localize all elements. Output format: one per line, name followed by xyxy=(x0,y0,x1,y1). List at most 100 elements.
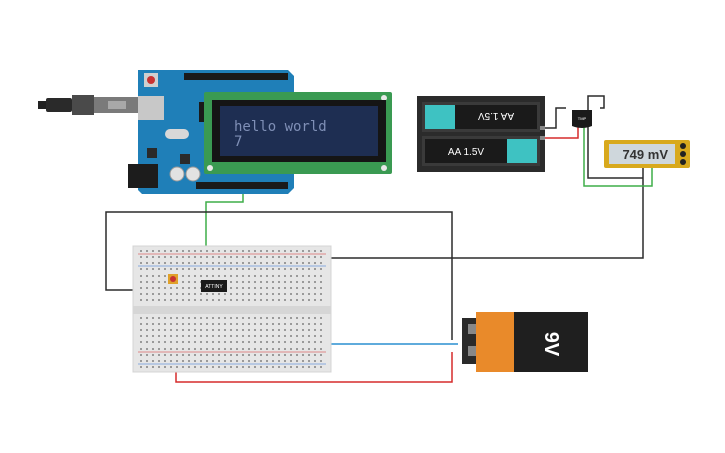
breadboard-hole[interactable] xyxy=(284,268,286,270)
breadboard-hole[interactable] xyxy=(236,323,238,325)
breadboard-hole[interactable] xyxy=(290,360,292,362)
breadboard-hole[interactable] xyxy=(188,287,190,289)
meter-terminal-2[interactable] xyxy=(680,151,686,157)
wire-green-arduino-chip[interactable] xyxy=(205,188,244,280)
breadboard-hole[interactable] xyxy=(164,323,166,325)
breadboard-hole[interactable] xyxy=(236,317,238,319)
breadboard-hole[interactable] xyxy=(152,341,154,343)
breadboard-hole[interactable] xyxy=(284,275,286,277)
breadboard-hole[interactable] xyxy=(236,341,238,343)
breadboard-hole[interactable] xyxy=(284,323,286,325)
breadboard-hole[interactable] xyxy=(152,256,154,258)
breadboard-hole[interactable] xyxy=(302,299,304,301)
breadboard-hole[interactable] xyxy=(260,323,262,325)
breadboard-hole[interactable] xyxy=(266,366,268,368)
breadboard-hole[interactable] xyxy=(296,323,298,325)
breadboard-hole[interactable] xyxy=(206,317,208,319)
breadboard-hole[interactable] xyxy=(236,293,238,295)
breadboard-hole[interactable] xyxy=(296,354,298,356)
breadboard-hole[interactable] xyxy=(266,275,268,277)
breadboard-hole[interactable] xyxy=(170,317,172,319)
breadboard-hole[interactable] xyxy=(158,287,160,289)
breadboard-hole[interactable] xyxy=(290,293,292,295)
breadboard-hole[interactable] xyxy=(254,329,256,331)
breadboard-hole[interactable] xyxy=(314,317,316,319)
breadboard-hole[interactable] xyxy=(224,256,226,258)
breadboard-hole[interactable] xyxy=(152,348,154,350)
breadboard-hole[interactable] xyxy=(194,341,196,343)
breadboard-hole[interactable] xyxy=(254,299,256,301)
breadboard-hole[interactable] xyxy=(242,250,244,252)
breadboard-hole[interactable] xyxy=(152,250,154,252)
breadboard-hole[interactable] xyxy=(164,329,166,331)
breadboard-hole[interactable] xyxy=(146,366,148,368)
breadboard-hole[interactable] xyxy=(182,293,184,295)
breadboard-hole[interactable] xyxy=(140,275,142,277)
breadboard-hole[interactable] xyxy=(206,335,208,337)
breadboard-hole[interactable] xyxy=(284,287,286,289)
breadboard-hole[interactable] xyxy=(224,268,226,270)
breadboard-hole[interactable] xyxy=(254,366,256,368)
breadboard-hole[interactable] xyxy=(206,341,208,343)
breadboard-hole[interactable] xyxy=(146,335,148,337)
breadboard-hole[interactable] xyxy=(260,317,262,319)
breadboard-hole[interactable] xyxy=(260,354,262,356)
breadboard-hole[interactable] xyxy=(230,299,232,301)
breadboard-hole[interactable] xyxy=(248,250,250,252)
breadboard-hole[interactable] xyxy=(152,366,154,368)
breadboard-hole[interactable] xyxy=(302,275,304,277)
breadboard-hole[interactable] xyxy=(260,299,262,301)
breadboard-hole[interactable] xyxy=(320,341,322,343)
breadboard-hole[interactable] xyxy=(260,281,262,283)
breadboard-hole[interactable] xyxy=(182,354,184,356)
breadboard-hole[interactable] xyxy=(152,293,154,295)
breadboard-hole[interactable] xyxy=(218,262,220,264)
breadboard-hole[interactable] xyxy=(176,268,178,270)
breadboard-hole[interactable] xyxy=(296,335,298,337)
breadboard-hole[interactable] xyxy=(206,256,208,258)
breadboard-hole[interactable] xyxy=(254,281,256,283)
breadboard-hole[interactable] xyxy=(194,354,196,356)
9v-terminal-top[interactable] xyxy=(468,324,478,334)
breadboard-hole[interactable] xyxy=(320,317,322,319)
breadboard-hole[interactable] xyxy=(206,360,208,362)
breadboard-hole[interactable] xyxy=(290,317,292,319)
breadboard-hole[interactable] xyxy=(284,366,286,368)
breadboard-hole[interactable] xyxy=(164,366,166,368)
breadboard-hole[interactable] xyxy=(314,256,316,258)
breadboard-hole[interactable] xyxy=(236,348,238,350)
breadboard-hole[interactable] xyxy=(248,317,250,319)
breadboard-hole[interactable] xyxy=(278,354,280,356)
breadboard-hole[interactable] xyxy=(230,341,232,343)
breadboard-hole[interactable] xyxy=(308,287,310,289)
breadboard-hole[interactable] xyxy=(272,293,274,295)
breadboard-hole[interactable] xyxy=(200,317,202,319)
breadboard-hole[interactable] xyxy=(158,348,160,350)
breadboard-hole[interactable] xyxy=(260,293,262,295)
battery-9v[interactable]: 9V xyxy=(462,312,588,372)
breadboard-hole[interactable] xyxy=(200,335,202,337)
breadboard-hole[interactable] xyxy=(278,317,280,319)
breadboard-hole[interactable] xyxy=(164,341,166,343)
breadboard-hole[interactable] xyxy=(320,360,322,362)
breadboard-hole[interactable] xyxy=(266,281,268,283)
breadboard-hole[interactable] xyxy=(248,366,250,368)
breadboard-hole[interactable] xyxy=(272,354,274,356)
breadboard-hole[interactable] xyxy=(242,354,244,356)
multimeter[interactable]: 749 mV xyxy=(604,140,690,168)
breadboard-hole[interactable] xyxy=(236,268,238,270)
breadboard-hole[interactable] xyxy=(158,293,160,295)
breadboard-hole[interactable] xyxy=(206,323,208,325)
breadboard-hole[interactable] xyxy=(290,348,292,350)
breadboard-hole[interactable] xyxy=(170,287,172,289)
breadboard-hole[interactable] xyxy=(218,250,220,252)
breadboard-hole[interactable] xyxy=(194,317,196,319)
meter-terminal-1[interactable] xyxy=(680,143,686,149)
breadboard-hole[interactable] xyxy=(290,275,292,277)
breadboard-hole[interactable] xyxy=(266,360,268,362)
breadboard-hole[interactable] xyxy=(290,341,292,343)
breadboard-hole[interactable] xyxy=(194,250,196,252)
breadboard-hole[interactable] xyxy=(176,366,178,368)
breadboard-hole[interactable] xyxy=(242,287,244,289)
breadboard-hole[interactable] xyxy=(296,281,298,283)
